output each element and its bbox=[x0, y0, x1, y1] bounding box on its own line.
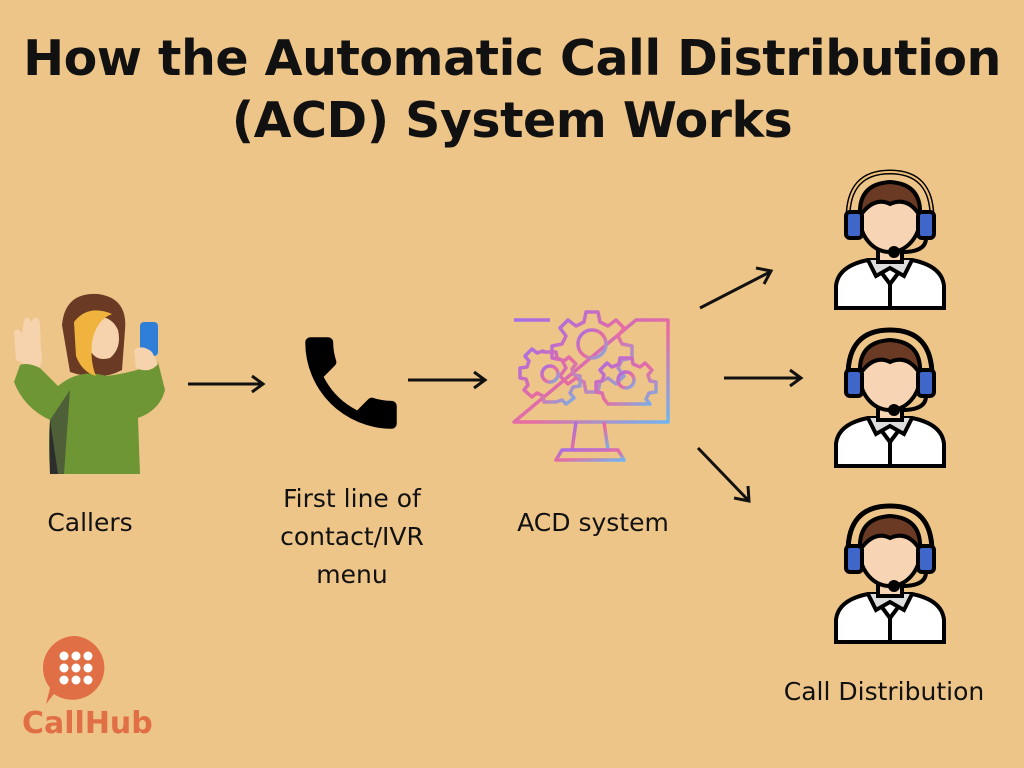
label-ivr-line-1: First line of bbox=[283, 484, 421, 513]
title-line-1: How the Automatic Call Distribution bbox=[23, 30, 1001, 87]
arrow-acd-to-agent-1 bbox=[696, 262, 780, 314]
callhub-logo-icon bbox=[40, 634, 112, 706]
label-ivr-line-2: contact/IVR bbox=[280, 522, 424, 551]
label-call-distribution: Call Distribution bbox=[783, 677, 985, 706]
label-ivr: First line of contact/IVR menu bbox=[246, 480, 458, 594]
monitor-gears-icon bbox=[508, 300, 678, 470]
arrow-acd-to-agent-2 bbox=[722, 366, 806, 390]
label-callers: Callers bbox=[47, 508, 133, 537]
callhub-logo-text: CallHub bbox=[22, 706, 153, 741]
label-ivr-line-3: menu bbox=[316, 560, 388, 589]
arrow-callers-to-ivr bbox=[186, 372, 268, 396]
page-title: How the Automatic Call Distribution (ACD… bbox=[0, 28, 1024, 152]
label-acd-system: ACD system bbox=[517, 508, 669, 537]
arrow-acd-to-agent-3 bbox=[694, 444, 758, 508]
agent-headset-icon bbox=[832, 502, 948, 644]
agent-headset-icon bbox=[832, 168, 948, 310]
arrow-ivr-to-acd bbox=[406, 368, 490, 392]
phone-handset-icon bbox=[290, 322, 412, 444]
title-line-2: (ACD) System Works bbox=[231, 92, 793, 149]
agent-headset-icon bbox=[832, 326, 948, 468]
caller-person-icon bbox=[10, 290, 170, 480]
